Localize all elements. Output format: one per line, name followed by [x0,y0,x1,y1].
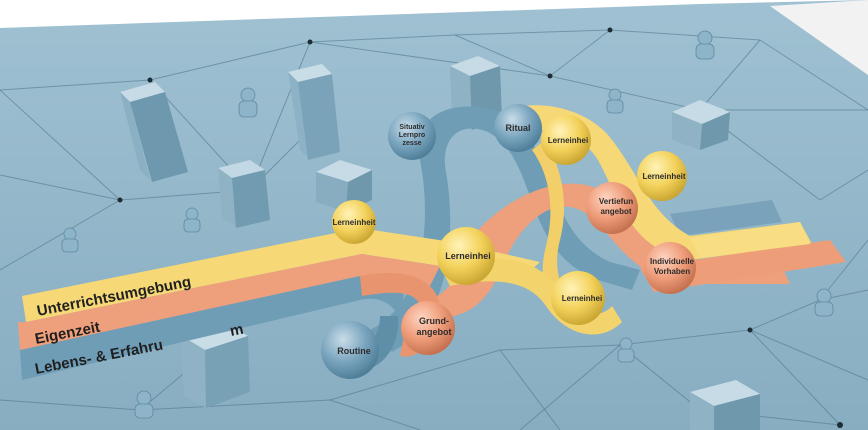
orange-swirl [420,183,790,319]
ball-vertiefung-line-1: Vertiefun [599,197,633,206]
ball-individuelle: Individuelle Vorhaben [644,242,696,294]
ball-routine: Routine [321,321,379,379]
ball-individuelle-line-2: Vorhaben [654,267,690,276]
tall-block-center [288,64,340,160]
ball-grundangebot-line-1: Grund- [419,316,449,326]
ball-lerneinheit-1-label: Lerneinheit [332,218,375,227]
ball-situativ-line-1: Situativ [399,124,424,131]
figurines [61,30,834,419]
ball-lerneinheit-5-label: Lerneinhei [562,294,602,303]
cube-right [672,100,730,150]
figure-8 [134,390,154,419]
figure-2 [695,30,715,60]
ball-vertiefung-line-2: angebot [600,207,631,216]
ball-situativ-line-3: zesse [402,140,421,147]
wooden-blocks [120,56,760,430]
ball-situativ: Situativ Lernpro zesse [388,112,436,160]
ball-lerneinheit-4: Lerneinhei [437,227,495,285]
cube-center [316,160,372,212]
ball-lerneinheit-5: Lerneinhei [551,271,605,325]
ball-lerneinheit-3-label: Lerneinheit [642,172,685,181]
blue-swirl [370,106,640,352]
ball-lerneinheit-2: Lerneinhei [541,115,591,165]
ball-ritual: Ritual [494,104,542,152]
figure-7 [617,337,635,363]
block-bottom-right [690,380,760,430]
ball-lerneinheit-2-label: Lerneinhei [548,136,588,145]
node-balls: Situativ Lernpro zesse Ritual Lerneinhei… [321,104,696,379]
ball-situativ-line-2: Lernpro [399,132,425,139]
ball-lerneinheit-1: Lerneinheit [332,200,376,244]
figure-3 [606,88,624,114]
figure-6 [814,288,834,317]
figure-1 [238,87,258,118]
ball-ritual-label: Ritual [505,123,530,133]
ball-vertiefung: Vertiefun angebot [586,182,638,234]
ball-lerneinheit-4-label: Lerneinhei [445,251,491,261]
figure-5 [61,227,79,253]
ball-individuelle-line-1: Individuelle [650,257,695,266]
blue-band-right [670,200,782,236]
yellow-band-left [22,228,540,322]
figure-4 [183,207,201,233]
tall-block-left [120,82,188,182]
ball-lerneinheit-3: Lerneinheit [637,151,687,201]
table-corner-white [770,0,868,75]
ball-grundangebot-line-2: angebot [417,327,452,337]
ball-routine-label: Routine [337,346,371,356]
cube-left [218,160,270,228]
band-label-fragment: m [229,321,245,340]
blue-band-left [20,274,404,380]
yellow-band-right [690,222,810,258]
orange-band-left [18,254,440,350]
ball-grundangebot: Grund- angebot [401,301,455,355]
